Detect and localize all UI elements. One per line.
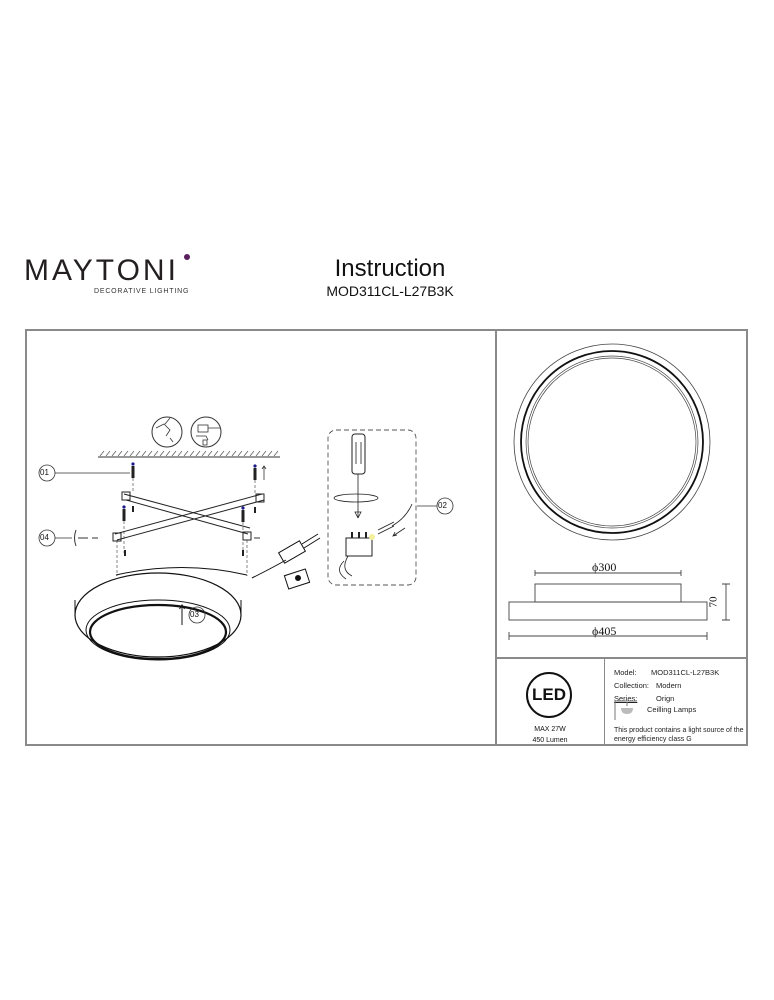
spec-model-value: MOD311CL-L27B3K	[651, 668, 720, 677]
spec-series-value: Orign	[656, 694, 675, 703]
callout-02-label: 02	[438, 501, 447, 510]
brand-tagline: DECORATIVE LIGHTING	[94, 288, 190, 295]
energy-efficiency-note: This product contains a light source of …	[614, 726, 744, 744]
led-power-info: MAX 27W 450 Lumen	[505, 724, 595, 746]
led-badge: LED	[526, 672, 572, 718]
ceiling-lamp-icon	[614, 700, 637, 720]
spec-collection-value: Modern	[656, 681, 682, 690]
max-power: MAX 27W	[534, 726, 566, 733]
energy-note-line-1: This product contains a light source of …	[614, 727, 744, 734]
energy-note-line-2: energy efficiency class G	[614, 736, 692, 743]
mounting-bracket	[112, 491, 265, 542]
dimension-top-diameter: ϕ300	[592, 560, 617, 574]
callout-04-label: 04	[40, 533, 49, 542]
ceiling-hatch	[98, 450, 280, 458]
spec-model-label: Model:	[614, 668, 637, 677]
callout-03-label: 03	[190, 610, 199, 619]
callout-04	[38, 529, 260, 547]
spec-divider-vertical	[604, 657, 605, 746]
instruction-frame	[25, 329, 748, 746]
frame-divider-vertical	[495, 329, 497, 746]
lamp-top-view	[513, 343, 711, 541]
lumen-value: 450 Lumen	[532, 737, 568, 744]
callout-02	[417, 497, 454, 515]
document-title-block: Instruction MOD311CL-L27B3K	[300, 256, 480, 300]
drill-icon	[151, 416, 183, 448]
brand-name: MAYTONI	[24, 254, 179, 287]
led-badge-text: LED	[532, 685, 566, 704]
terminal-connector	[251, 533, 321, 590]
wiring-detail	[327, 429, 417, 586]
dimension-bottom-diameter: ϕ405	[592, 624, 617, 638]
brand-logo: MAYTONI DECORATIVE LIGHTING	[24, 254, 194, 295]
frame-divider-horizontal	[495, 657, 748, 659]
lamp-body	[74, 567, 248, 661]
callout-01	[38, 464, 130, 482]
callout-01-label: 01	[40, 468, 49, 477]
model-code: MOD311CL-L27B3K	[326, 283, 454, 299]
callout-03	[179, 604, 206, 625]
brand-wordmark: MAYTONI	[24, 256, 194, 286]
screw-icon	[122, 462, 257, 522]
lamp-side-view	[508, 570, 730, 640]
spec-series-label: Series:	[614, 694, 638, 703]
spec-collection-label: Collection:	[614, 681, 650, 690]
screw-anchor-icon	[190, 416, 222, 448]
spec-type-value: Ceilling Lamps	[647, 705, 697, 714]
brand-accent-dot	[184, 254, 190, 260]
dimension-height: 70	[707, 596, 720, 608]
document-title: Instruction	[334, 255, 446, 282]
